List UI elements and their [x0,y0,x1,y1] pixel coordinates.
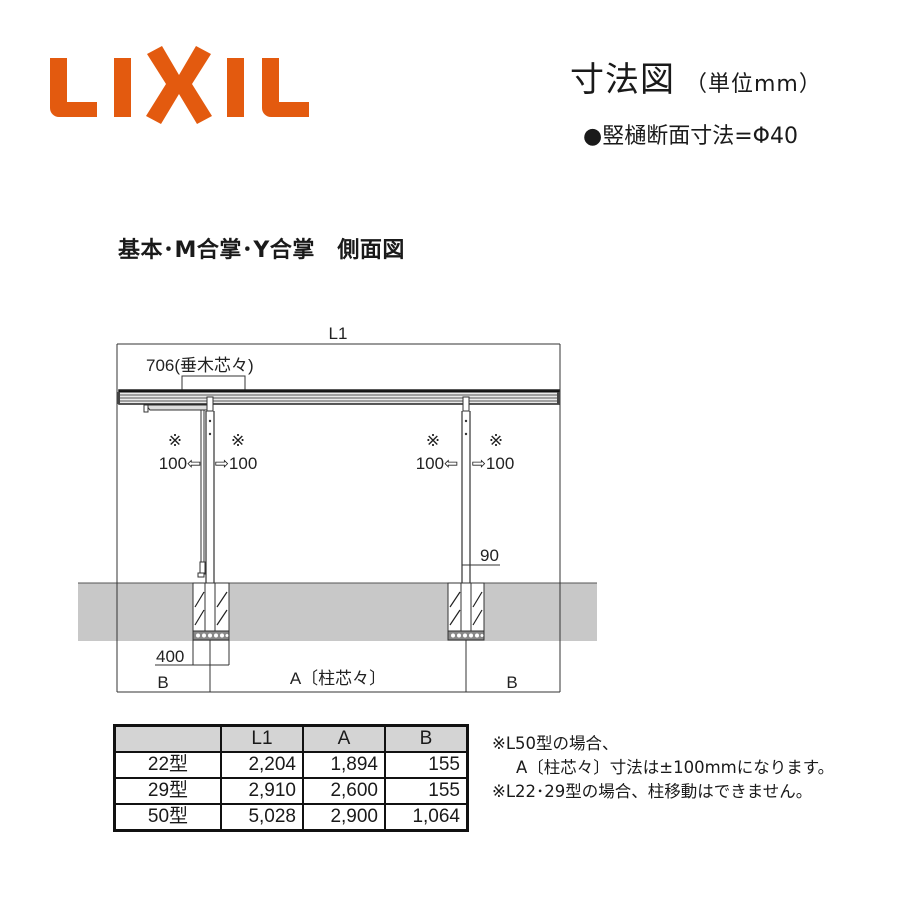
post-width-label: 90 [480,546,499,565]
l1-cell: 5,028 [220,803,304,832]
note-mark: ※ [489,431,503,450]
page-title: 寸法図 （単位mm） [570,52,822,101]
note-l50: ※L50型の場合、 [492,734,619,753]
a-label: A〔柱芯々〕 [290,669,386,688]
model-cell: 22型 [113,751,222,779]
header-b: B [384,724,469,753]
note-mark: ※ [168,431,182,450]
table-row: 29型 2,910 2,600 155 [113,777,469,805]
dimension-table: L1 A B 22型 2,204 1,894 155 29型 2,910 2,6… [113,724,469,832]
a-cell: 2,900 [302,803,386,832]
downspout-spec-text: 竪樋断面寸法=Φ40 [602,124,798,149]
diagram-heading: 基本･M合掌･Y合掌 側面図 [118,238,405,263]
b-cell: 155 [384,777,469,805]
a-cell: 1,894 [302,751,386,779]
table-row: 50型 5,028 2,900 1,064 [113,803,469,832]
left-footing [192,582,230,641]
right-footing [447,582,485,641]
move-left-100: 100⇦ [416,454,459,473]
b-cell: 1,064 [384,803,469,832]
move-right-100: ⇨100 [215,454,258,473]
title-text: 寸法図 [570,60,675,100]
b-left-label: B [157,673,168,692]
model-cell: 50型 [113,803,222,832]
note-mark: ※ [231,431,245,450]
b-right-label: B [506,673,517,692]
note-mark: ※ [426,431,440,450]
model-cell: 29型 [113,777,222,805]
footing-width-label: 400 [156,647,184,666]
a-cell: 2,600 [302,777,386,805]
header-l1: L1 [220,724,304,753]
l1-cell: 2,204 [220,751,304,779]
ground-band [78,583,597,641]
table-row: 22型 2,204 1,894 155 [113,751,469,779]
l1-label: L1 [329,324,348,343]
rafter-pitch-label: 706(垂木芯々) [146,356,254,375]
note-l50-detail: A〔柱芯々〕寸法は±100mmになります。 [516,758,835,777]
header-blank [113,724,222,753]
footnotes: ※L50型の場合、 A〔柱芯々〕寸法は±100mmになります。 ※L22･29型… [492,732,834,804]
header-a: A [302,724,386,753]
bullet-icon: ● [583,124,603,149]
downspout-spec: ●竪樋断面寸法=Φ40 [583,118,798,150]
move-right-100: ⇨100 [472,454,515,473]
l1-cell: 2,910 [220,777,304,805]
move-left-100: 100⇦ [159,454,202,473]
b-cell: 155 [384,751,469,779]
note-l22-29: ※L22･29型の場合、柱移動はできません。 [492,782,813,801]
unit-label: （単位mm） [685,72,822,97]
lixil-logo [50,46,309,124]
table-header-row: L1 A B [113,724,469,753]
